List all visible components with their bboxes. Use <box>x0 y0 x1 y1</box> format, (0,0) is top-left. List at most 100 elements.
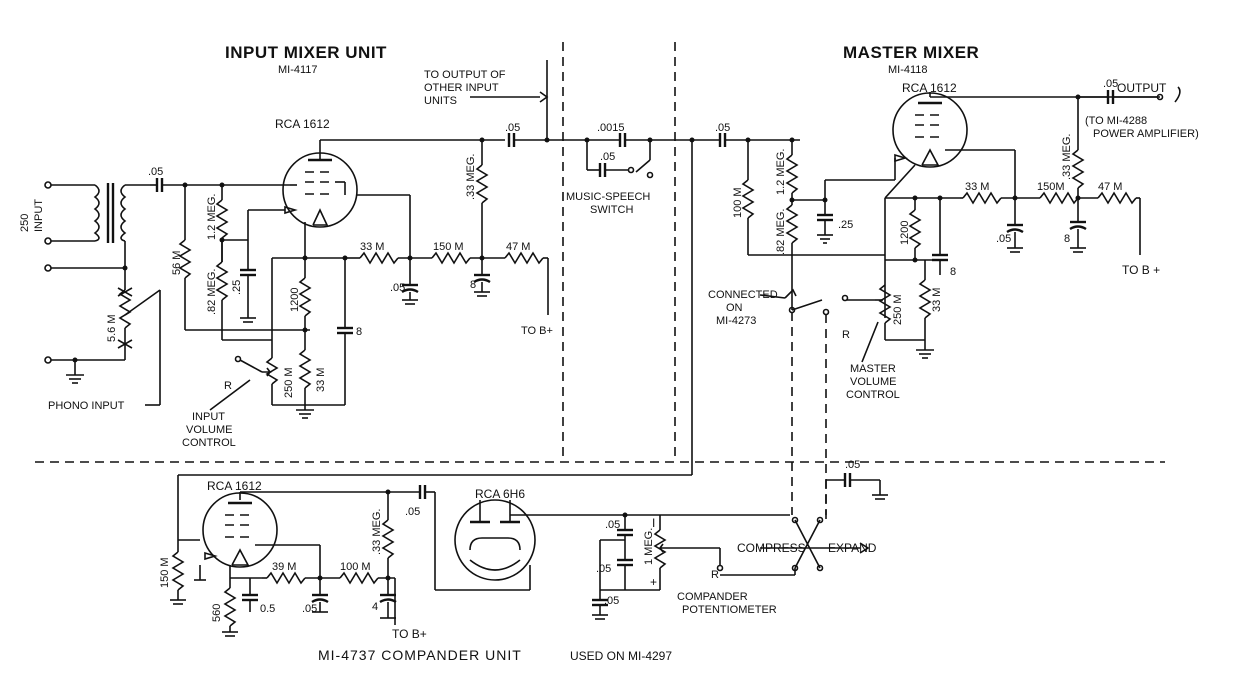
value-82meg-master: .82 MEG. <box>775 209 787 255</box>
value-c4-comp: 4 <box>372 601 378 613</box>
value-c8-in-b: 8 <box>470 279 476 291</box>
compress-label: COMPRESS <box>737 541 806 555</box>
input-250-label: 250 <box>19 214 31 232</box>
input-mixer-circuit <box>44 60 620 419</box>
value-c-0015: .0015 <box>597 122 625 134</box>
input-mixer-title: INPUT MIXER UNIT <box>225 43 387 62</box>
input-volume-label-1: INPUT <box>192 411 225 423</box>
value-c05-diode-2: .05 <box>596 563 611 575</box>
to-mi4288-label-2: POWER AMPLIFIER) <box>1093 128 1199 140</box>
value-c-in: .05 <box>148 166 163 178</box>
value-33m-in: 33 M <box>360 241 384 253</box>
master-mixer-model: MI-4118 <box>888 64 928 76</box>
tube-6h6-label: RCA 6H6 <box>475 487 525 501</box>
value-150m-master: 150M <box>1037 181 1065 193</box>
value-c05-comp-b1: .05 <box>302 603 317 615</box>
input-mixer-model: MI-4117 <box>278 64 318 76</box>
value-33meg-in: .33 MEG. <box>465 154 477 200</box>
input-label: INPUT <box>33 199 45 232</box>
music-speech-circuit <box>177 133 720 540</box>
value-1200-master: 1200 <box>899 221 911 245</box>
master-mixer-title: MASTER MIXER <box>843 43 979 62</box>
r-label-compander: R <box>711 569 719 581</box>
tube-2-label: RCA 1612 <box>207 479 262 493</box>
annotation-labels: TO OUTPUT OF OTHER INPUT UNITS RCA 1612 … <box>19 69 1199 641</box>
compander-title: MI-4737 COMPANDER UNIT <box>318 647 522 663</box>
value-33meg-comp: .33 MEG. <box>371 509 383 555</box>
compander-circuit <box>170 473 888 637</box>
value-c05-in-b: .05 <box>390 282 405 294</box>
value-33m-master: 33 M <box>965 181 989 193</box>
input-volume-leader <box>209 379 251 411</box>
master-volume-label-3: CONTROL <box>846 389 900 401</box>
value-c05-comp-cath: 0.5 <box>260 603 275 615</box>
value-c-out-in: .05 <box>505 122 520 134</box>
value-c-in-master: .05 <box>715 122 730 134</box>
value-pot250-in: 250 M <box>283 367 295 398</box>
input-volume-label-3: CONTROL <box>182 437 236 449</box>
value-56-phono: 5.6 M <box>106 314 118 342</box>
value-c05-diode-3: .05 <box>604 595 619 607</box>
value-c8-master-b: 8 <box>1064 233 1070 245</box>
value-150m-in: 150 M <box>433 241 464 253</box>
tube-1-label: RCA 1612 <box>275 117 330 131</box>
value-56m: 56 M <box>171 251 183 275</box>
to-mi4288-label-1: (TO MI-4288 <box>1085 115 1147 127</box>
value-33m-cath-in: 33 M <box>315 368 327 392</box>
to-output-label-3: UNITS <box>424 95 457 107</box>
compander-pot-label-1: COMPANDER <box>677 591 748 603</box>
value-1200-in: 1200 <box>289 288 301 312</box>
section-dividers <box>35 42 1165 463</box>
phono-input-label: PHONO INPUT <box>48 400 125 412</box>
value-c25-master: .25 <box>838 219 853 231</box>
r-label-input: R <box>224 380 232 392</box>
master-volume-leader <box>861 321 879 363</box>
pot-minus-label: I <box>652 516 655 530</box>
component-values: .05 56 M 1.2 MEG. .82 MEG. .25 1200 8 25… <box>106 78 1122 622</box>
to-b-plus-compander: TO B+ <box>392 627 427 641</box>
value-12meg-in: 1.2 MEG. <box>206 194 218 240</box>
compander-used-on: USED ON MI-4297 <box>570 649 672 663</box>
value-c8-in: 8 <box>356 326 362 338</box>
value-c05-diode-1: .05 <box>605 519 620 531</box>
master-volume-label-1: MASTER <box>850 363 896 375</box>
value-c8-master: 8 <box>950 266 956 278</box>
value-pot1meg: 1 MEG. <box>643 528 655 565</box>
value-39m-comp: 39 M <box>272 561 296 573</box>
input-volume-label-2: VOLUME <box>186 424 232 436</box>
value-c-out: .05 <box>1103 78 1118 90</box>
tube-3-label: RCA 1612 <box>902 81 957 95</box>
value-100m-master: 100 M <box>732 187 744 218</box>
connected-label-3: MI-4273 <box>716 315 756 327</box>
value-c05-comp-link: .05 <box>405 506 420 518</box>
to-b-plus-input: TO B+ <box>521 325 553 337</box>
compander-pot-label-2: POTENTIOMETER <box>682 604 777 616</box>
master-volume-label-2: VOLUME <box>850 376 896 388</box>
to-output-label-1: TO OUTPUT OF <box>424 69 506 81</box>
music-speech-label-1: MUSIC-SPEECH <box>566 191 650 203</box>
connected-label-1: CONNECTED <box>708 289 778 301</box>
connected-label-2: ON <box>726 302 743 314</box>
to-b-plus-master: TO B + <box>1122 263 1160 277</box>
value-pot250-master: 250 M <box>892 294 904 325</box>
r-label-master: R <box>842 329 850 341</box>
value-560-comp: 560 <box>211 604 223 622</box>
value-33meg-master: .33 MEG. <box>1061 134 1073 180</box>
value-150m-comp: 150 M <box>159 557 171 588</box>
value-47m-in: 47 M <box>506 241 530 253</box>
value-c25-in: .25 <box>231 280 243 295</box>
value-82meg-in: .82 MEG. <box>206 269 218 315</box>
value-c05-comp-top: .05 <box>845 459 860 471</box>
music-speech-label-2: SWITCH <box>590 204 633 216</box>
to-output-label-2: OTHER INPUT <box>424 82 499 94</box>
output-label: OUTPUT <box>1117 81 1167 95</box>
value-c05-ms: .05 <box>600 151 615 163</box>
master-mixer-circuit <box>718 86 1181 515</box>
pot-plus-label: + <box>650 575 657 589</box>
value-c05-master-b: .05 <box>996 233 1011 245</box>
value-47m-master: 47 M <box>1098 181 1122 193</box>
expand-label: EXPAND <box>828 541 877 555</box>
value-12meg-master: 1.2 MEG. <box>775 149 787 195</box>
value-33m-cath-master: 33 M <box>931 288 943 312</box>
